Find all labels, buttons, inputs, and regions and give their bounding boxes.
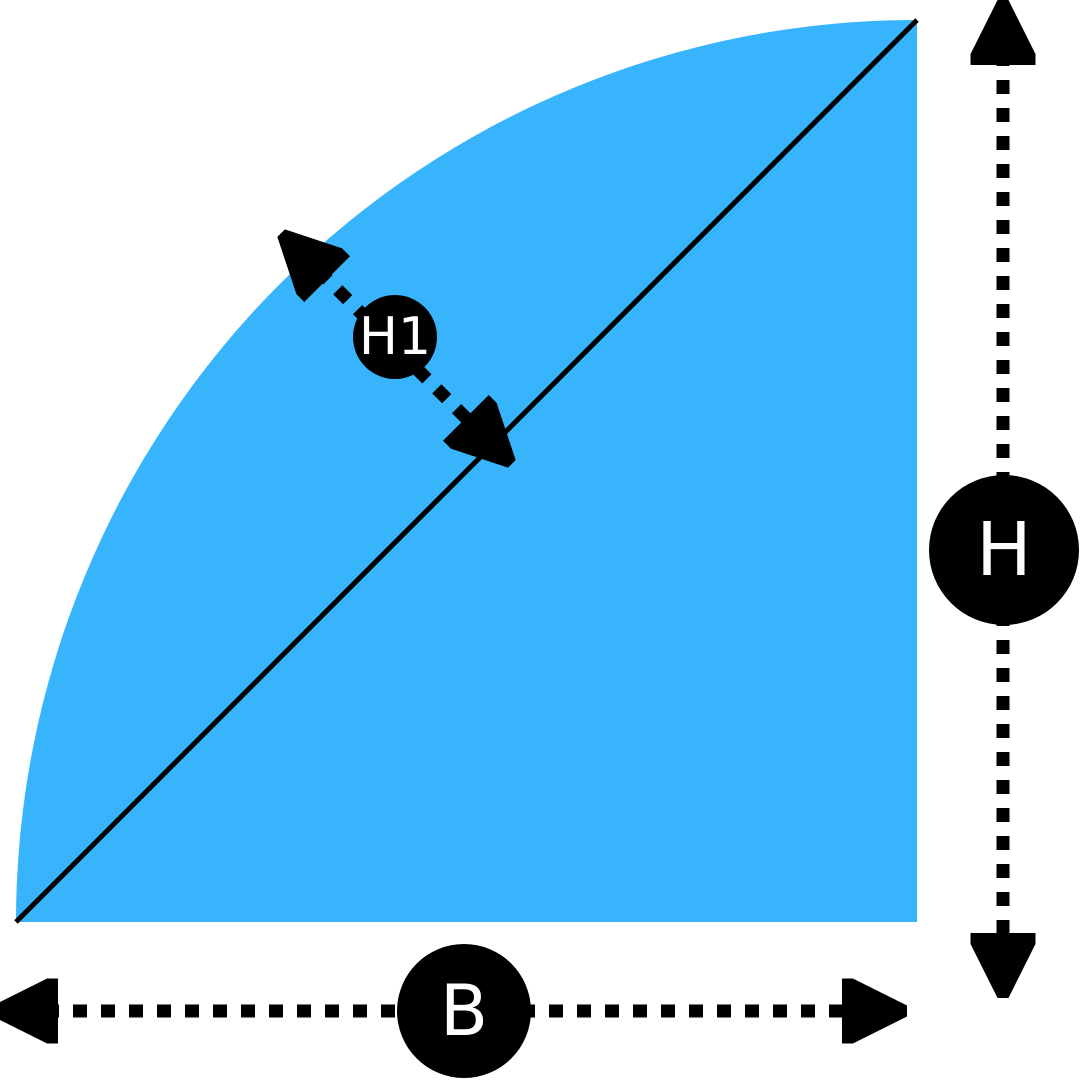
segment-height-dotted-line (318, 270, 475, 427)
chord-line (14, 18, 919, 924)
segment-height-label: H1 (359, 307, 431, 367)
segment-height-dimension: H1 (318, 270, 475, 427)
base-badge (397, 944, 531, 1078)
base-label: B (440, 970, 488, 1052)
segment-height-badge (353, 295, 437, 379)
height-dimension: H (929, 52, 1079, 946)
height-badge (929, 475, 1079, 625)
base-dimension: B (45, 944, 855, 1078)
height-label: H (976, 507, 1032, 593)
